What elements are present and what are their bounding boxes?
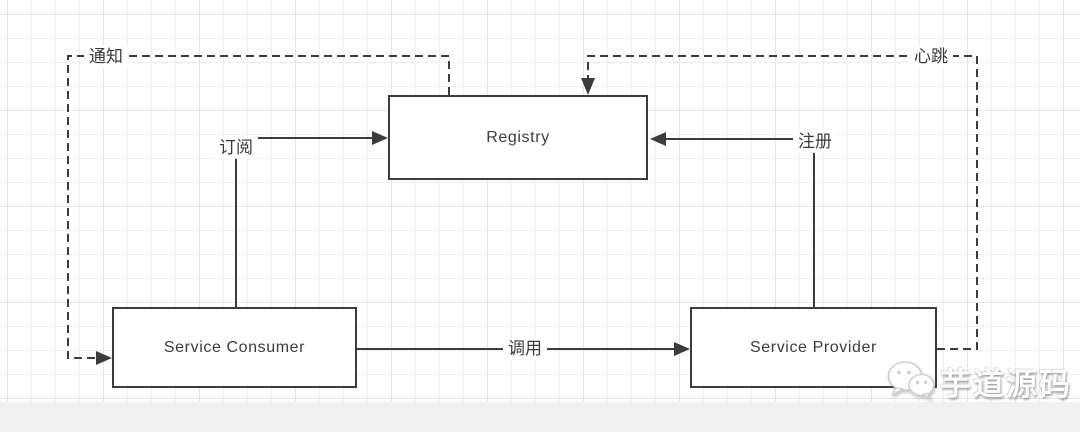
arrowhead-heartbeat [581,78,595,95]
edge-heartbeat [581,55,978,350]
arrowhead-notify [96,351,112,365]
edge-register [650,132,815,307]
edge-notify [67,55,450,365]
arrowhead-invoke [674,342,690,356]
node-service-provider-label: Service Provider [750,338,877,356]
bottom-band [0,402,1080,432]
node-service-consumer: Service Consumer [112,307,357,388]
arrowhead-subscribe [372,131,388,145]
arrowhead-register [650,132,666,146]
node-registry-label: Registry [486,128,550,146]
edge-label-register: 注册 [793,130,837,154]
edge-subscribe [235,131,388,307]
edge-label-invoke: 调用 [503,337,547,361]
edge-label-subscribe: 订阅 [214,136,258,160]
edge-label-notify: 通知 [84,45,128,69]
node-service-consumer-label: Service Consumer [163,338,306,356]
node-registry: Registry [388,95,648,180]
node-service-provider: Service Provider [690,307,937,388]
edge-label-heartbeat: 心跳 [909,45,953,69]
